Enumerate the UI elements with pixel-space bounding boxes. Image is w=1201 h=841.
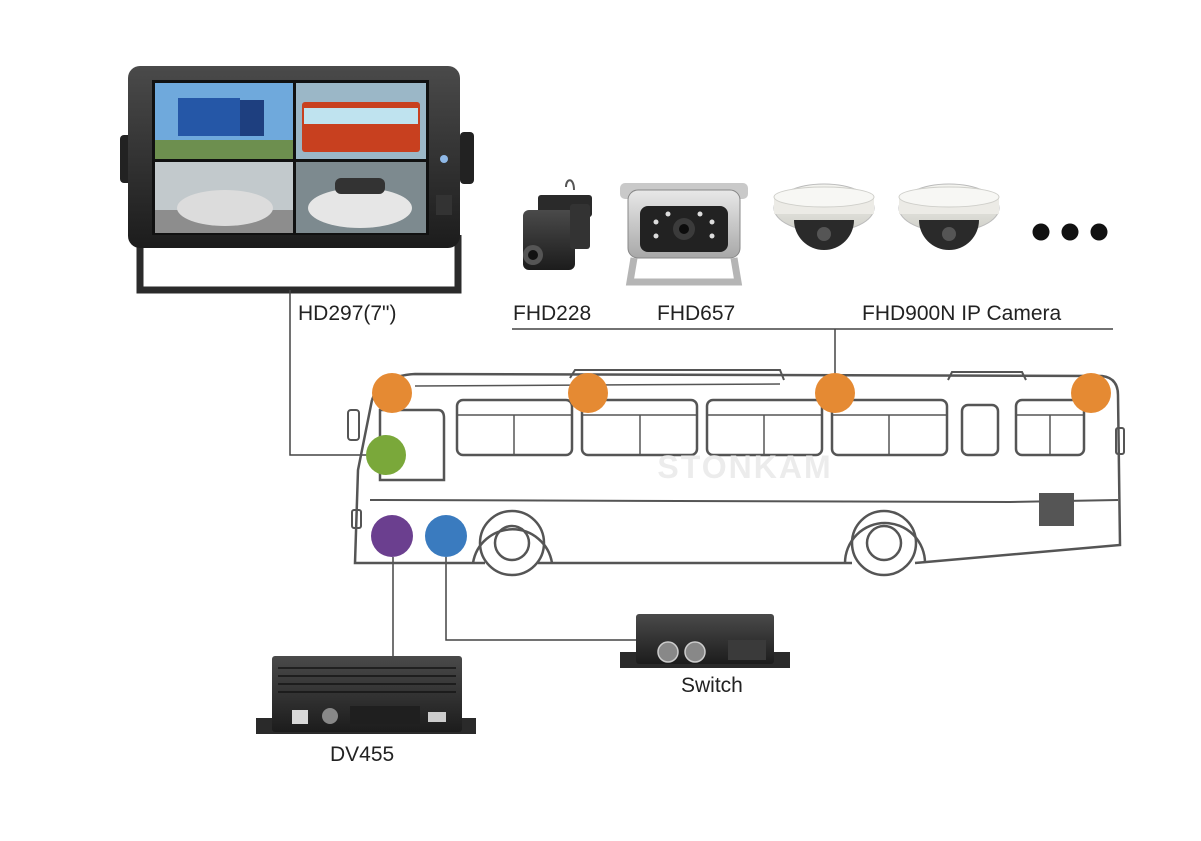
monitor-connection-line	[289, 290, 372, 456]
bus-outline	[347, 369, 1125, 577]
camera-node	[1071, 373, 1111, 413]
fuel-cap	[1039, 493, 1074, 526]
switch-node	[425, 515, 467, 557]
monitor-screen	[155, 83, 426, 233]
dvr-node	[371, 515, 413, 557]
camera-label-fhd900n: FHD900N IP Camera	[862, 302, 1062, 325]
switch-device	[620, 614, 790, 668]
camera-nodes	[372, 373, 1111, 413]
camera-node	[568, 373, 608, 413]
dvr-device	[256, 656, 476, 734]
mini-camera-icon	[523, 179, 592, 270]
dome-camera-icon	[773, 183, 875, 250]
speaker-grille	[436, 195, 452, 215]
switch-connection-line	[445, 557, 637, 641]
watermark: STONKAM	[657, 449, 832, 485]
camera-node	[815, 373, 855, 413]
camera-label-fhd228: FHD228	[513, 302, 592, 325]
backup-camera-icon	[620, 183, 748, 286]
camera-label-fhd657: FHD657	[657, 302, 736, 325]
power-indicator-icon	[440, 155, 448, 163]
dvr-label: DV455	[330, 743, 395, 766]
connection-lines	[289, 290, 1113, 657]
camera-node	[372, 373, 412, 413]
monitor-label: HD297(7")	[298, 302, 397, 325]
monitor-node	[366, 435, 406, 475]
more-indicator-icon	[1032, 223, 1108, 241]
switch-label: Switch	[681, 674, 743, 697]
monitor-device	[120, 66, 474, 294]
dome-camera-icon	[898, 183, 1000, 250]
